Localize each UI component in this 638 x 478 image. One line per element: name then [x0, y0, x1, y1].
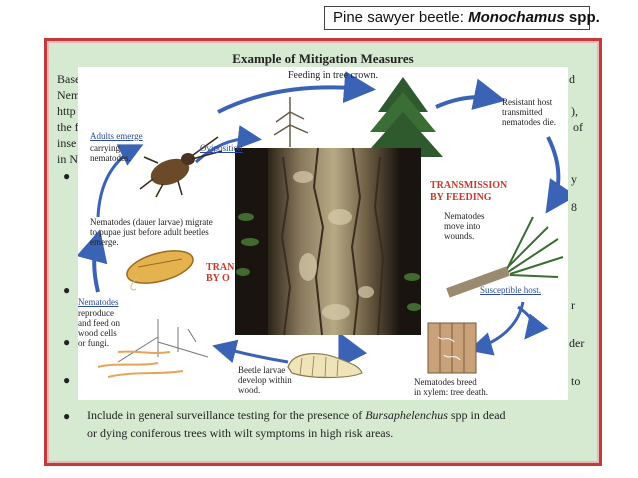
label-reproduce-4: or fungi. [78, 338, 109, 348]
label-nematodes-breed-1: Nematodes breed [414, 377, 477, 387]
left-fragment: Base [57, 72, 81, 86]
label-oviposition: Oviposition [200, 143, 243, 153]
bark-photo [235, 147, 421, 336]
label-reproduce-2: and feed on [78, 318, 120, 328]
pupa [126, 250, 194, 291]
right-fragment: ), [571, 104, 578, 118]
fungi-nematodes [97, 319, 209, 378]
arrow-resistant-down [545, 136, 568, 214]
left-fragment: Nem [57, 88, 81, 102]
pine-branch [446, 266, 510, 298]
label-carrying-2: nematodes. [90, 153, 131, 163]
right-fragment: der [569, 336, 585, 350]
label-dauer-2: to pupae just before adult beetles [90, 227, 209, 237]
label-tran-partial-1: TRAN [206, 262, 235, 273]
label-dauer-3: emerge. [90, 237, 119, 247]
label-tran-partial-2: BY O [206, 273, 230, 284]
right-fragment: y [571, 172, 577, 186]
diagram-artwork [78, 71, 568, 379]
label-transmission-1: TRANSMISSION [430, 180, 508, 191]
right-fragment: of [573, 120, 583, 134]
caption-prefix: Pine sawyer beetle: [333, 9, 469, 26]
caption-suffix: spp. [564, 9, 600, 26]
label-reproduce-1: reproduce [78, 308, 114, 318]
beetle-adult [139, 136, 223, 198]
label-nematodes-move-3: wounds. [444, 231, 475, 241]
label-beetle-larvae-2: develop within [238, 375, 292, 385]
label-adults-emerge: Adults emerge [90, 131, 143, 141]
label-beetle-larvae-1: Beetle larvae [238, 365, 286, 375]
arrow-susceptible-down [468, 301, 525, 356]
arrow-up-to-crown [217, 71, 376, 114]
arrow-adults-emerge [96, 144, 144, 218]
label-nematodes-move-2: move into [444, 221, 481, 231]
label-nematodes-reproduce-title: Nematodes [78, 297, 119, 307]
label-transmission-2: BY FEEDING [430, 192, 492, 203]
label-resistant-3: nematodes die. [502, 117, 556, 127]
right-fragment: d [569, 72, 575, 86]
bullet-dot: ● [63, 373, 71, 387]
xylem-block [427, 322, 477, 374]
left-fragment: in N [57, 152, 78, 166]
panel-title: Example of Mitigation Measures [232, 51, 414, 66]
caption-species: Monochamus [468, 9, 565, 26]
arrow-left-up [78, 229, 108, 293]
right-fragment: r [571, 298, 575, 312]
arrow-bottom-left [212, 339, 289, 364]
label-nematodes-move-1: Nematodes [444, 211, 485, 221]
dead-tree [273, 97, 309, 147]
larva [287, 353, 363, 379]
life-cycle-diagram: Feeding in tree crown. Resistant host tr… [78, 67, 568, 400]
label-nematodes-breed-2: in xylem: tree death. [414, 387, 488, 397]
label-carrying-1: carrying [90, 143, 120, 153]
label-reproduce-3: wood cells [78, 328, 117, 338]
bullet-dot: ● [63, 335, 71, 349]
bullet-dot: ● [63, 409, 71, 423]
label-dauer-1: Nematodes (dauer larvae) migrate [90, 217, 213, 227]
right-fragment: 8 [571, 200, 577, 214]
pine-shoot [447, 216, 564, 293]
last-bullet-line1: Include in general surveillance testing … [87, 408, 506, 422]
left-fragment: inse [57, 136, 77, 150]
label-resistant-1: Resistant host [502, 97, 553, 107]
label-susceptible-host: Susceptible host. [480, 285, 541, 295]
label-feeding-crown: Feeding in tree crown. [288, 70, 378, 81]
slide-caption: Pine sawyer beetle: Monochamus spp. [324, 6, 600, 30]
label-resistant-2: transmitted [502, 107, 543, 117]
left-fragment: the f [57, 120, 79, 134]
bullet-dot: ● [63, 169, 71, 183]
right-fragment: to [571, 374, 581, 388]
left-fragment: http [57, 104, 76, 118]
last-bullet-line2: or dying coniferous trees with wilt symp… [87, 426, 394, 440]
label-beetle-larvae-3: wood. [238, 385, 261, 395]
bullet-dot: ● [63, 283, 71, 297]
arrow-crown-to-resistant [435, 78, 506, 110]
